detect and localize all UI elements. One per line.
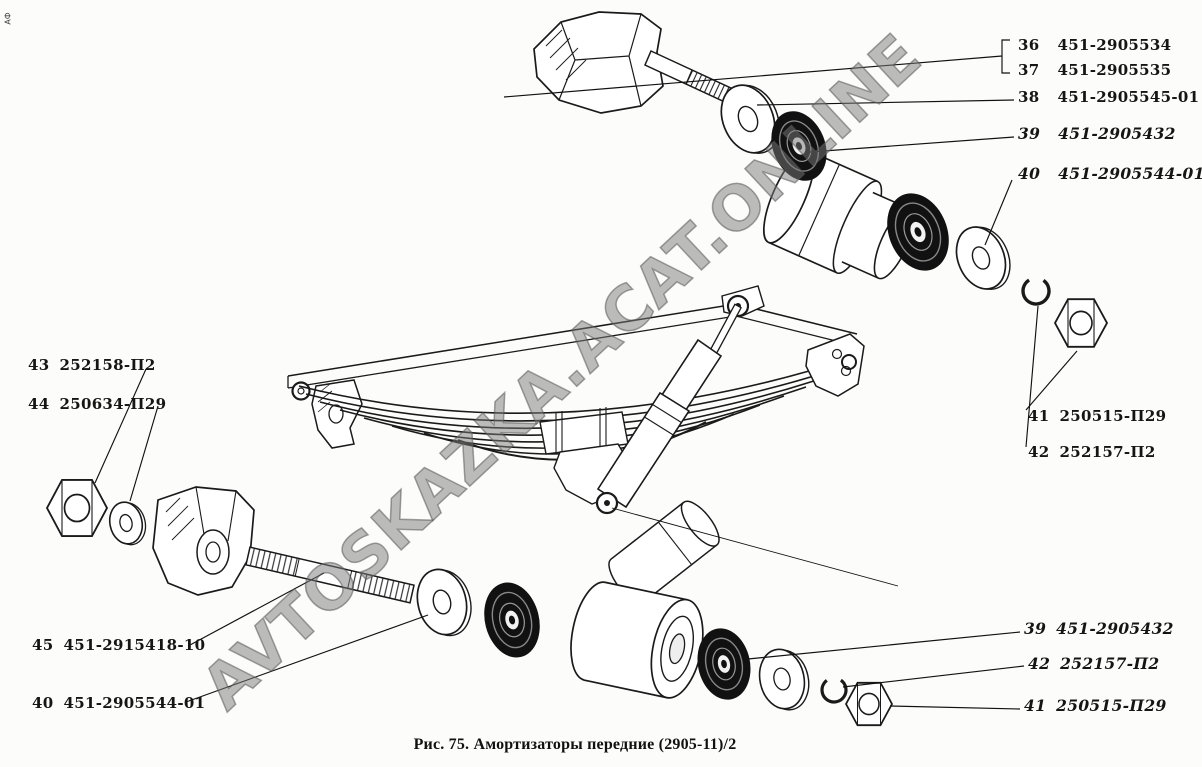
leader-36-37 xyxy=(503,55,1003,98)
construction-line xyxy=(611,507,899,587)
callout-37: 37 451-2905535 xyxy=(1018,61,1171,79)
callout-part-number: 451-2905534 xyxy=(1057,36,1172,54)
washer-40-upper xyxy=(955,226,1011,290)
bushing-39-lower-inner xyxy=(484,582,540,658)
callout-number: 43 xyxy=(28,356,50,374)
leader-44 xyxy=(129,405,159,502)
callout-part-number: 451-2905432 xyxy=(1056,619,1174,638)
leaf-spring-assembly xyxy=(287,285,865,515)
callout-part-number: 252158-П2 xyxy=(59,356,156,374)
callout-44: 44 250634-П29 xyxy=(28,395,166,413)
callout-part-number: 451-2905432 xyxy=(1058,124,1176,143)
callout-number: 42 xyxy=(1028,654,1051,673)
leader-42-bottom xyxy=(842,665,1025,688)
leader-38 xyxy=(756,99,1015,106)
upper-mount-exploded xyxy=(533,11,1109,348)
callout-45: 45 451-2915418-10 xyxy=(32,636,205,654)
callout-number: 39 xyxy=(1024,619,1047,638)
frame-rail-upper xyxy=(287,303,858,377)
washer-44 xyxy=(108,501,147,546)
callout-41-right: 41 250515-П29 xyxy=(1028,407,1166,425)
washer-40-lower xyxy=(416,568,472,637)
callout-41-bottom: 41 250515-П29 xyxy=(1024,696,1167,715)
callout-number: 45 xyxy=(32,636,54,654)
callout-39-top: 39 451-2905432 xyxy=(1018,124,1176,143)
leader-40-top xyxy=(984,179,1013,246)
leader-lines xyxy=(94,39,1078,710)
stud-45 xyxy=(245,546,415,604)
shock-lower-cup xyxy=(570,581,704,699)
left-hardware xyxy=(45,478,147,546)
callout-part-number: 252157-П2 xyxy=(1059,443,1156,461)
callout-part-number: 451-2905544-01 xyxy=(63,694,206,712)
corner-mark: АФ xyxy=(3,12,13,25)
callout-number: 41 xyxy=(1028,407,1050,425)
leader-42-right xyxy=(1025,305,1039,448)
spring-rear-eye xyxy=(841,354,857,370)
callout-number: 40 xyxy=(1018,164,1041,183)
lock-washer-42-lower xyxy=(820,676,848,704)
callout-43: 43 252158-П2 xyxy=(28,356,156,374)
nut-41-upper xyxy=(1053,298,1109,348)
lower-mount-exploded xyxy=(152,486,893,727)
washer-40-lower-outer xyxy=(758,648,810,711)
leader-39-bottom xyxy=(747,631,1021,660)
callout-part-number: 250515-П29 xyxy=(1056,696,1167,715)
lower-bracket xyxy=(152,486,255,596)
frame-rail-lower xyxy=(287,315,853,389)
callout-40-bottom: 40 451-2905544-01 xyxy=(32,694,205,712)
callout-40-top: 40 451-2905544-01 xyxy=(1018,164,1202,183)
lock-washer-42-upper xyxy=(1021,276,1051,306)
leader-45 xyxy=(189,572,325,646)
figure-caption: Рис. 75. Амортизаторы передние (2905-11)… xyxy=(413,736,737,753)
callout-part-number: 451-2905545-01 xyxy=(1057,88,1200,106)
callout-part-number: 252157-П2 xyxy=(1060,654,1160,673)
callout-42-right: 42 252157-П2 xyxy=(1028,443,1156,461)
callout-part-number: 451-2905544-01 xyxy=(1058,164,1202,183)
callout-number: 41 xyxy=(1024,696,1047,715)
callout-part-number: 250634-П29 xyxy=(59,395,167,413)
leader-41-bottom xyxy=(889,705,1021,710)
leader-39-top xyxy=(809,136,1015,153)
leader-41-right xyxy=(1025,350,1078,411)
nut-41-lower xyxy=(845,681,893,727)
callout-number: 44 xyxy=(28,395,50,413)
nut-43 xyxy=(45,478,109,538)
callout-number: 36 xyxy=(1018,36,1040,54)
callout-number: 38 xyxy=(1018,88,1040,106)
spring-center-seat xyxy=(539,407,629,455)
callout-number: 42 xyxy=(1028,443,1050,461)
washer-38 xyxy=(720,84,780,154)
leader-43 xyxy=(94,368,147,484)
callout-number: 39 xyxy=(1018,124,1041,143)
bushing-39-upper-outer xyxy=(887,193,949,271)
callout-36: 36 451-2905534 xyxy=(1018,36,1171,54)
shock-absorber-assembled xyxy=(595,294,750,515)
bushing-39-lower-outer xyxy=(697,628,751,700)
callout-bracket-36-37 xyxy=(1001,39,1010,74)
callout-38: 38 451-2905545-01 xyxy=(1018,88,1199,106)
callout-39-bottom: 39 451-2905432 xyxy=(1024,619,1174,638)
callout-number: 37 xyxy=(1018,61,1040,79)
callout-number: 40 xyxy=(32,694,54,712)
callout-42-bottom: 42 252157-П2 xyxy=(1028,654,1159,673)
upper-bracket xyxy=(533,11,664,114)
bushing-39-upper-inner xyxy=(771,111,827,181)
callout-part-number: 250515-П29 xyxy=(1059,407,1167,425)
callout-part-number: 451-2905535 xyxy=(1057,61,1172,79)
callout-part-number: 451-2915418-10 xyxy=(63,636,206,654)
leader-40-bottom xyxy=(185,614,429,703)
